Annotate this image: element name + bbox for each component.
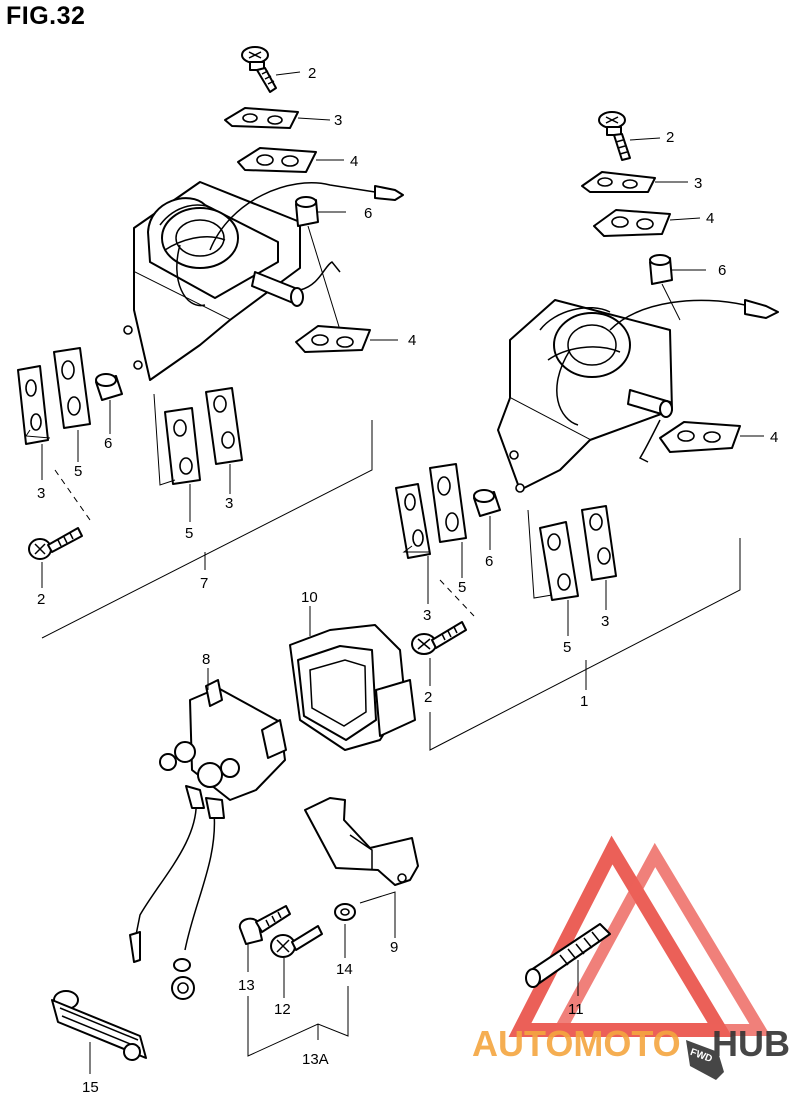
callout-4: 4 — [706, 210, 714, 227]
rubber-boot — [289, 606, 416, 751]
callout-3: 3 — [334, 112, 342, 129]
callout-3: 3 — [37, 485, 45, 502]
watermark-logo — [508, 835, 771, 1037]
callout-6: 6 — [485, 553, 493, 570]
watermark-word-automoto: AUTOMOTO — [472, 1023, 681, 1064]
callout-3: 3 — [694, 175, 702, 192]
watermark-word-hub: HUB — [712, 1023, 790, 1064]
callout-5: 5 — [563, 639, 571, 656]
callout-2: 2 — [666, 129, 674, 146]
callout-2: 2 — [308, 65, 316, 82]
callout-13a: 13A — [302, 1051, 329, 1068]
callout-2: 2 — [37, 591, 45, 608]
callout-3: 3 — [225, 495, 233, 512]
callout-6: 6 — [104, 435, 112, 452]
callout-3: 3 — [601, 613, 609, 630]
callout-6: 6 — [364, 205, 372, 222]
callout-4: 4 — [770, 429, 778, 446]
callout-5: 5 — [74, 463, 82, 480]
ground-strap — [51, 990, 147, 1074]
watermark-triangle-right — [549, 842, 771, 1036]
starter-relay — [129, 668, 287, 1000]
bushing-icon — [95, 373, 123, 401]
screw-icon — [598, 111, 631, 161]
callout-6: 6 — [718, 262, 726, 279]
callout-labels: 2 3 4 6 4 2 3 4 6 4 6 5 3 5 3 2 7 5 6 3 … — [37, 65, 778, 1096]
watermark-text: AUTOMOTO HUB FWD — [472, 1023, 790, 1080]
callout-7: 7 — [200, 575, 208, 592]
solenoid-right — [395, 111, 779, 751]
callout-11: 11 — [568, 1001, 584, 1018]
callout-13: 13 — [238, 977, 255, 994]
figure-title: FIG.32 — [6, 2, 86, 30]
screw-icon — [270, 925, 323, 958]
heater-rod — [525, 923, 611, 996]
bushing-icon — [295, 196, 319, 227]
bushing-icon — [649, 254, 673, 285]
screw-icon — [411, 621, 467, 655]
fwd-badge-icon: FWD — [686, 1040, 724, 1080]
bushing-icon — [473, 489, 501, 517]
callout-3: 3 — [423, 607, 431, 624]
callout-4: 4 — [350, 153, 358, 170]
callout-14: 14 — [336, 961, 353, 978]
callout-12: 12 — [274, 1001, 291, 1018]
callout-5: 5 — [185, 525, 193, 542]
callout-9: 9 — [390, 939, 398, 956]
callout-8: 8 — [202, 651, 210, 668]
mounting-bracket — [304, 797, 419, 938]
solenoid-left — [17, 46, 404, 639]
callout-1: 1 — [580, 693, 588, 710]
callout-4: 4 — [408, 332, 416, 349]
watermark-triangle-left — [508, 835, 733, 1037]
callout-2: 2 — [424, 689, 432, 706]
callout-5: 5 — [458, 579, 466, 596]
screw-icon — [238, 905, 291, 945]
screw-icon — [241, 46, 277, 93]
screw-icon — [28, 527, 83, 560]
callout-15: 15 — [82, 1079, 99, 1096]
callout-10: 10 — [301, 589, 318, 606]
